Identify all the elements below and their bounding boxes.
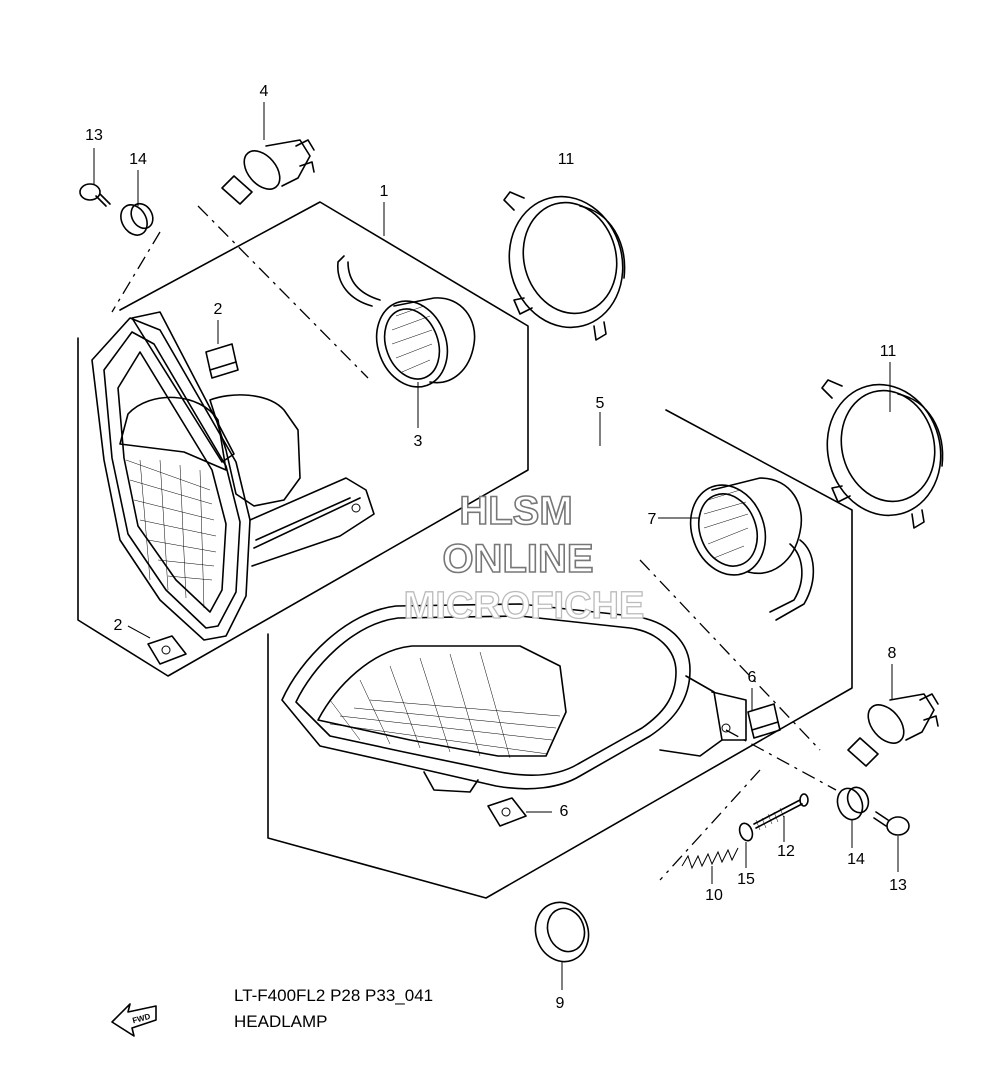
headlamp-housing-left <box>91 311 375 641</box>
callout-9: 9 <box>556 995 565 1012</box>
callout-2-upper: 2 <box>214 301 223 318</box>
screw-13-upper <box>79 183 111 207</box>
callout-14-upper: 14 <box>129 151 147 168</box>
bulb-8 <box>847 693 939 767</box>
clip-2-lower <box>147 635 187 665</box>
bulb-socket-7 <box>689 477 815 621</box>
callout-13-upper: 13 <box>85 127 103 144</box>
callout-numbers: 13 14 4 1 11 2 3 11 5 7 2 8 6 6 12 14 15… <box>85 83 907 1012</box>
diagram-title: HEADLAMP <box>234 1012 328 1031</box>
watermark: HLSM ONLINE MICROFICHE <box>403 488 645 627</box>
clip-6-lower <box>487 797 527 827</box>
callout-11-lower: 11 <box>880 343 897 360</box>
bulb-socket-3 <box>337 255 476 388</box>
callout-12: 12 <box>777 843 795 860</box>
callout-5: 5 <box>596 395 605 412</box>
callout-15: 15 <box>737 871 755 888</box>
grommet-14-lower <box>836 786 870 821</box>
callout-11-upper: 11 <box>558 151 575 168</box>
spring-10 <box>681 847 739 870</box>
clip-6-upper <box>747 703 781 739</box>
watermark-line-2: ONLINE <box>442 537 593 581</box>
callout-14-lower: 14 <box>847 851 865 868</box>
clip-2-upper <box>205 343 239 379</box>
screw-13-lower <box>873 811 910 836</box>
assembly-frame-1 <box>77 201 529 677</box>
retaining-ring-11-lower <box>821 379 944 529</box>
rubber-9 <box>534 901 590 963</box>
watermark-line-1: HLSM <box>459 489 572 533</box>
fwd-arrow-icon: FWD <box>111 1003 157 1037</box>
part-code: LT-F400FL2 P28 P33_041 <box>234 986 434 1005</box>
callout-leaders <box>93 102 899 990</box>
callout-4: 4 <box>260 83 269 100</box>
headlamp-housing-lower <box>281 603 747 793</box>
callout-13-lower: 13 <box>889 877 907 894</box>
adjusting-screw-12 <box>753 793 809 831</box>
callout-1: 1 <box>380 183 389 200</box>
retaining-ring-11-upper <box>503 191 626 341</box>
callout-8: 8 <box>888 645 897 662</box>
callout-10: 10 <box>705 887 723 904</box>
bulb-4 <box>221 139 315 205</box>
callout-3: 3 <box>414 433 423 450</box>
callout-6-lower: 6 <box>560 803 569 820</box>
callout-2-lower: 2 <box>114 617 123 634</box>
callout-7: 7 <box>648 511 657 528</box>
grommet-14-upper <box>120 202 154 236</box>
callout-6-upper: 6 <box>748 669 757 686</box>
watermark-line-3: MICROFICHE <box>404 585 645 627</box>
assembly-frame-5 <box>267 409 853 899</box>
washer-15 <box>738 822 754 842</box>
